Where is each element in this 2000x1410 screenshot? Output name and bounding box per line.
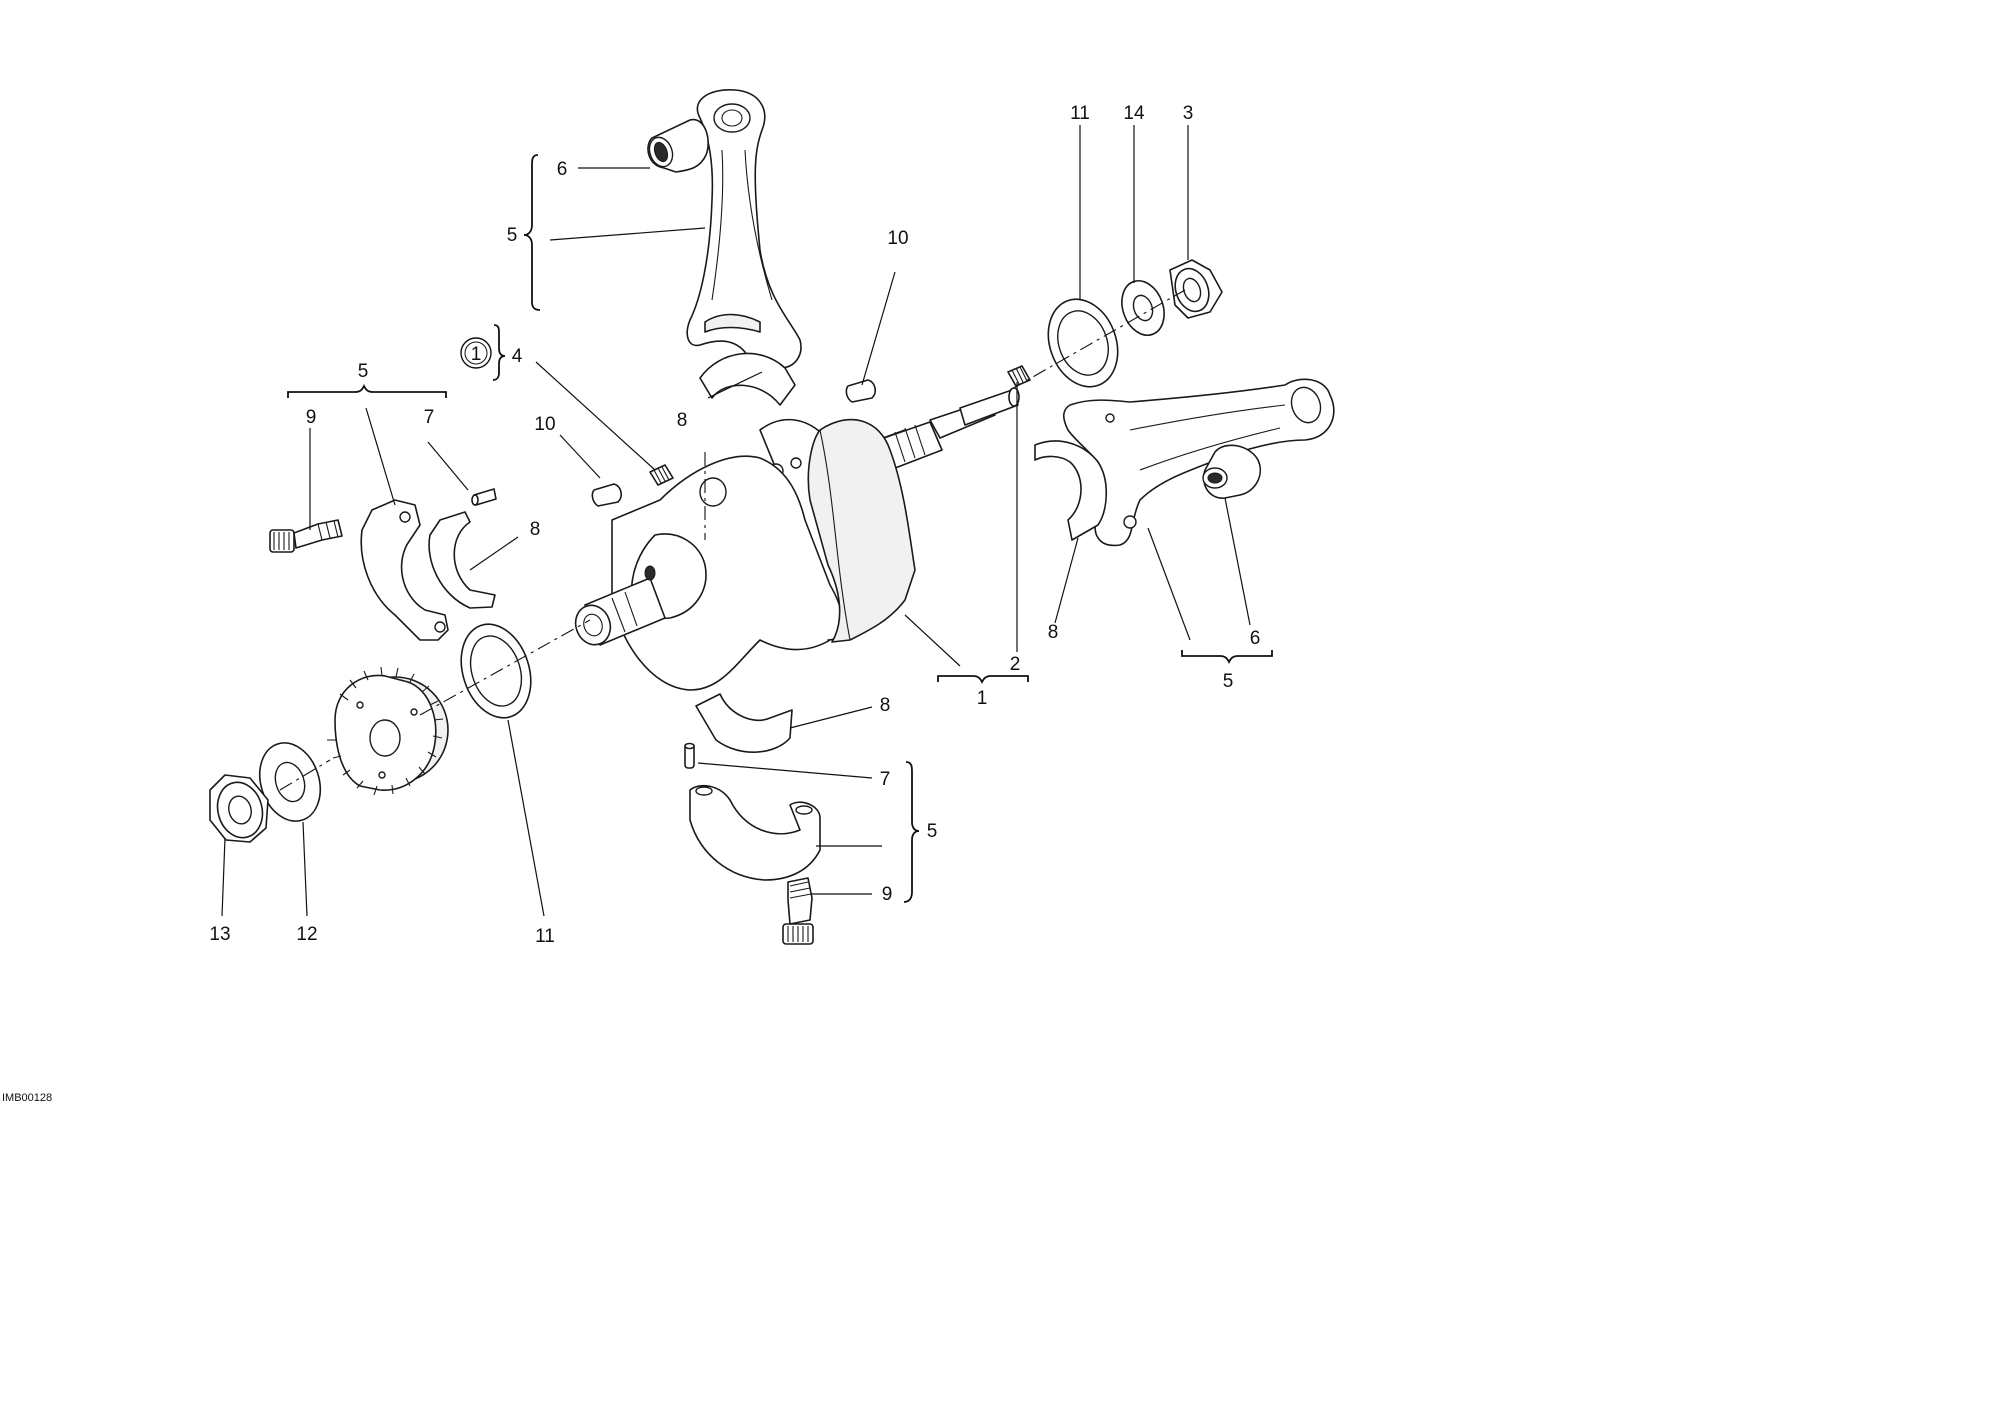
label-rod-assembly-top: 5	[507, 225, 518, 246]
label-small-end-bush-top: 6	[557, 159, 568, 180]
label-cap-screw-bottom: 9	[882, 884, 893, 905]
label-shell-bottom: 8	[880, 695, 891, 716]
washer-right	[1121, 280, 1165, 336]
label-shell-left: 8	[530, 519, 541, 540]
label-key-right: 10	[887, 228, 908, 249]
cap-screw-left	[269, 519, 343, 553]
thrust-washer-right	[1047, 298, 1119, 388]
label-cap-group-left: 5	[358, 361, 369, 382]
diagram-code: IMB00128	[2, 1092, 52, 1104]
label-dowel-pin-left: 7	[424, 407, 435, 428]
label-gear-nut: 13	[209, 924, 230, 945]
bearing-shell-left	[428, 511, 496, 609]
label-key-left: 10	[534, 414, 555, 435]
connecting-rod-top	[686, 89, 802, 371]
label-grub-screw: 4	[512, 346, 523, 367]
crankshaft	[574, 387, 1020, 691]
axis-left	[279, 619, 591, 791]
label-washer-right: 14	[1123, 103, 1145, 124]
gear-nut	[209, 774, 269, 843]
cap-screw-bottom	[782, 877, 814, 945]
small-end-bush-right	[1202, 444, 1262, 499]
label-plug-screw: 2	[1010, 654, 1021, 675]
label-bush-right: 6	[1250, 628, 1261, 649]
label-rod-assembly-right: 5	[1223, 671, 1234, 692]
note-circle-label: 1	[471, 344, 482, 365]
bearing-shell-bottom	[695, 693, 793, 753]
key-left	[591, 483, 623, 507]
braces	[287, 154, 1273, 903]
bearing-shell-right	[1034, 440, 1108, 541]
label-thrust-washer-right: 11	[1070, 103, 1090, 124]
leader-lines	[221, 125, 1251, 917]
timing-gear	[327, 666, 449, 796]
label-nut-right: 3	[1183, 103, 1194, 124]
grub-screw	[649, 464, 674, 486]
thrust-washer-left	[460, 623, 532, 719]
label-cap-group-bottom: 5	[927, 821, 938, 842]
axis-right	[1009, 289, 1186, 391]
note-circle-1: 1	[460, 337, 492, 369]
part-labels: 6 5 4 5 9 7 10 8 8 10 11 14 3 2 1 8 6 5 …	[209, 103, 1260, 947]
small-end-bush-top	[647, 118, 709, 173]
label-shell-right: 8	[1048, 622, 1059, 643]
lock-washer	[258, 742, 322, 822]
connecting-rod-cap-bottom	[689, 784, 821, 881]
connecting-rod-right	[1062, 378, 1335, 547]
label-thrust-washer-left: 11	[535, 926, 555, 947]
key-right	[845, 379, 877, 403]
label-crankshaft: 1	[977, 688, 988, 709]
dowel-pin-bottom	[684, 742, 695, 769]
label-cap-screw-left: 9	[306, 407, 317, 428]
label-shell-top: 8	[677, 410, 688, 431]
connecting-rod-cap-left	[360, 499, 449, 641]
nut-right	[1169, 259, 1223, 319]
dowel-pin-left	[471, 488, 497, 506]
label-lock-washer: 12	[296, 924, 317, 945]
crankshaft-exploded-diagram: 1 6 5 4 5 9 7 10 8 8 10 11 14 3 2 1 8 6 …	[2, 89, 1335, 1104]
label-dowel-pin-bottom: 7	[880, 769, 891, 790]
plug-screw	[1007, 365, 1031, 387]
